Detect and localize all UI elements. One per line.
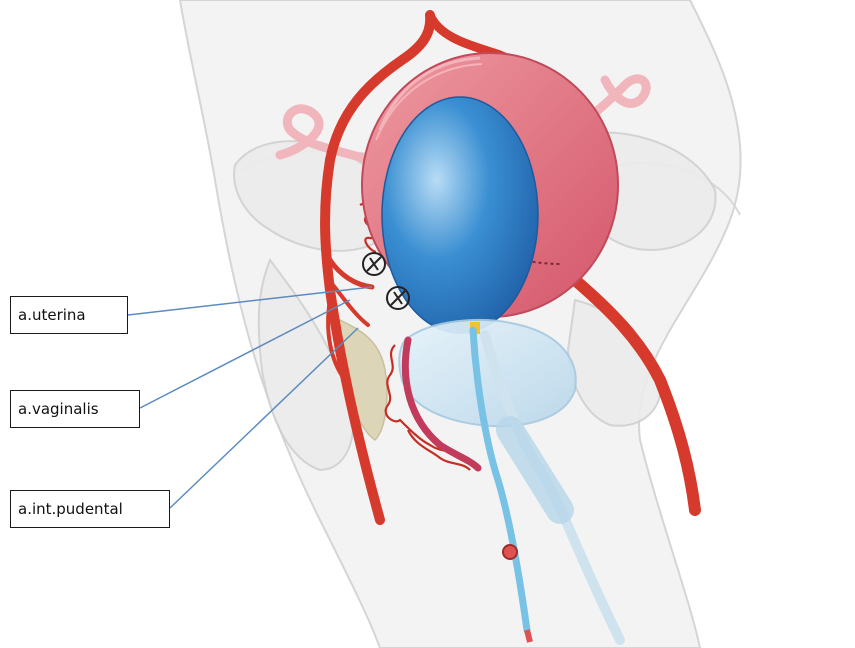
label-a-int-pudental: a.int.pudental <box>10 490 170 528</box>
label-a-uterina: a.uterina <box>10 296 128 334</box>
label-a-vaginalis: a.vaginalis <box>10 390 140 428</box>
tamponade-balloon <box>382 97 538 333</box>
